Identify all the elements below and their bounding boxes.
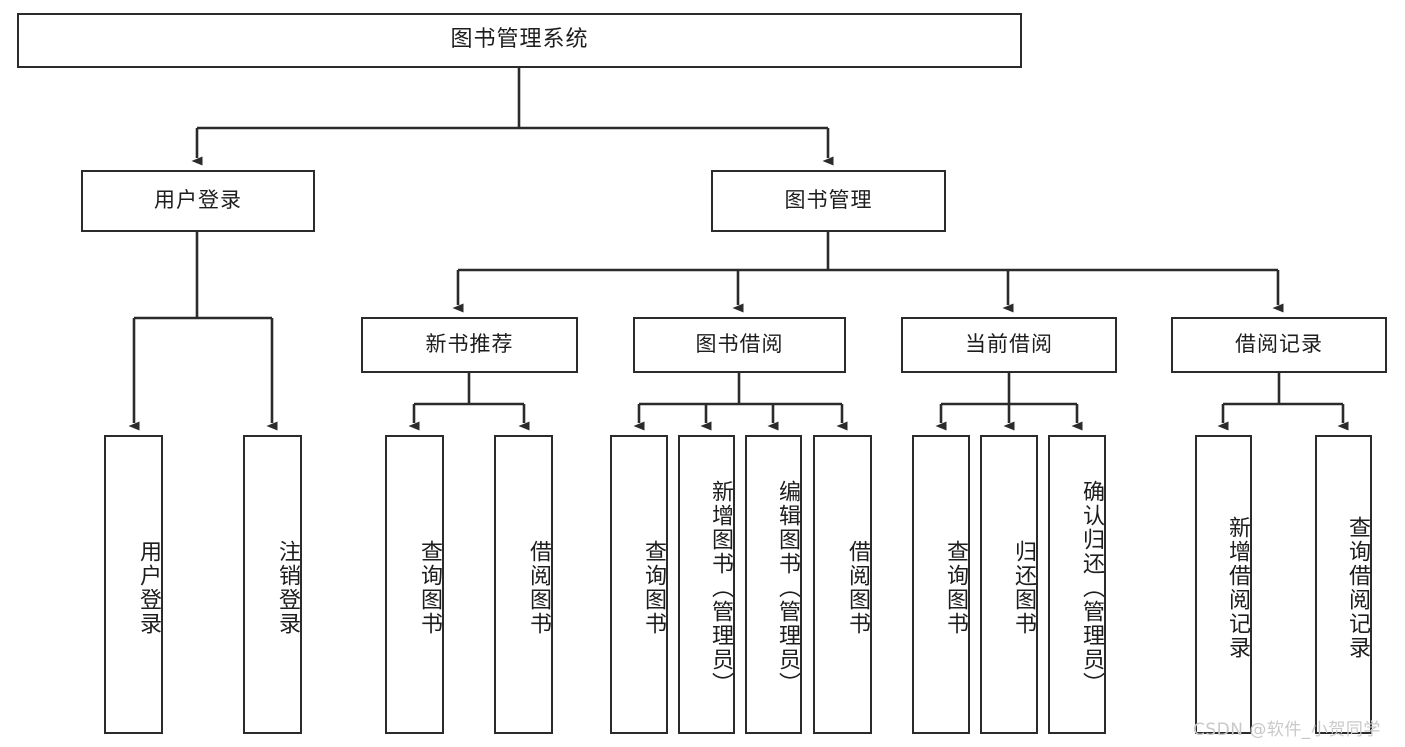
leaf-recommend-query-book[interactable]: 查询图书 <box>385 435 444 734</box>
node-label: 查询图书 <box>417 539 442 636</box>
node-label: 图书管理系统 <box>450 27 589 53</box>
node-label: 新增图书（管理员） <box>708 479 733 696</box>
leaf-record-add-record[interactable]: 新增借阅记录 <box>1195 435 1252 734</box>
leaf-borrow-add-book-admin[interactable]: 新增图书（管理员） <box>678 435 735 734</box>
node-label: 用户登录 <box>154 188 242 213</box>
leaf-record-query-record[interactable]: 查询借阅记录 <box>1315 435 1372 734</box>
node-book-borrow[interactable]: 图书借阅 <box>633 317 846 373</box>
node-book-management[interactable]: 图书管理 <box>711 170 946 232</box>
leaf-current-confirm-return-admin[interactable]: 确认归还（管理员） <box>1048 435 1106 734</box>
node-label: 新书推荐 <box>425 332 514 357</box>
node-label: 图书管理 <box>784 188 873 213</box>
node-label: 查询借阅记录 <box>1345 515 1370 660</box>
node-label: 查询图书 <box>943 539 968 636</box>
node-label: 注销登录 <box>275 539 300 636</box>
leaf-borrow-edit-book-admin[interactable]: 编辑图书（管理员） <box>745 435 802 734</box>
leaf-current-query-book[interactable]: 查询图书 <box>912 435 970 734</box>
node-current-borrow[interactable]: 当前借阅 <box>901 317 1117 373</box>
leaf-recommend-borrow-book[interactable]: 借阅图书 <box>494 435 553 734</box>
node-label: 借阅图书 <box>845 539 870 636</box>
node-user-login[interactable]: 用户登录 <box>81 170 315 232</box>
node-label: 用户登录 <box>136 539 161 636</box>
node-label: 图书借阅 <box>695 332 784 357</box>
leaf-current-return-book[interactable]: 归还图书 <box>980 435 1038 734</box>
node-root-system[interactable]: 图书管理系统 <box>17 13 1022 68</box>
node-new-book-recommend[interactable]: 新书推荐 <box>361 317 578 373</box>
leaf-borrow-borrow-book[interactable]: 借阅图书 <box>813 435 872 734</box>
node-label: 新增借阅记录 <box>1225 515 1250 660</box>
leaf-user-login[interactable]: 用户登录 <box>104 435 163 734</box>
node-label: 借阅图书 <box>526 539 551 636</box>
node-label: 查询图书 <box>641 539 666 636</box>
node-label: 当前借阅 <box>965 332 1053 357</box>
leaf-user-logout[interactable]: 注销登录 <box>243 435 302 734</box>
node-label: 借阅记录 <box>1235 332 1323 357</box>
node-label: 确认归还（管理员） <box>1079 479 1104 696</box>
node-label: 归还图书 <box>1011 539 1036 636</box>
node-borrow-record[interactable]: 借阅记录 <box>1171 317 1387 373</box>
node-label: 编辑图书（管理员） <box>775 479 800 696</box>
leaf-borrow-query-book[interactable]: 查询图书 <box>610 435 668 734</box>
